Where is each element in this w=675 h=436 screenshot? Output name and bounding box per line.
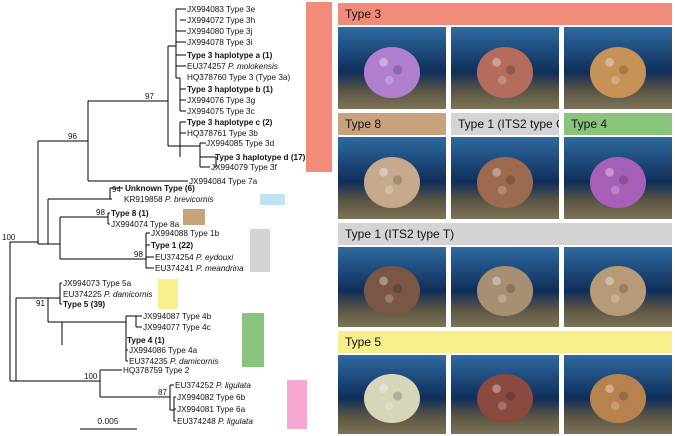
coral-colony xyxy=(476,156,534,208)
tip-label: JX994080 Type 3j xyxy=(187,27,253,36)
tip-label: Unknown Type (6) xyxy=(125,184,195,193)
bootstrap-type3: 97 xyxy=(145,92,154,101)
bootstrap-type6: 87 xyxy=(158,388,167,397)
scale-bar: 0.005 xyxy=(80,416,137,430)
coral-photo-type3-3 xyxy=(564,27,672,109)
coral-photo-type1-its2-t-1 xyxy=(338,247,446,327)
coral-photo-type8 xyxy=(338,137,446,219)
tip-label: JX994085 Type 3d xyxy=(206,139,275,148)
tip-label: Type 4 (1) xyxy=(127,336,165,345)
coral-colony xyxy=(363,373,421,423)
coral-colony xyxy=(589,266,647,316)
tip-label: JX994079 Type 3f xyxy=(211,163,278,172)
bootstrap-type8: 98 xyxy=(96,208,105,217)
bootstrap-type2: 100 xyxy=(84,372,98,381)
clade-bar-type4 xyxy=(242,313,264,367)
tip-label: EU374254 P. eydouxi xyxy=(155,253,233,262)
tip-label: Type 3 haplotype c (2) xyxy=(187,118,273,127)
bootstrap-root: 100 xyxy=(2,233,16,242)
coral-colony xyxy=(476,373,534,423)
coral-colony xyxy=(589,156,647,208)
tip-label: JX994086 Type 4a xyxy=(129,346,198,355)
coral-photo-type3-1 xyxy=(338,27,446,109)
coral-photo-type4 xyxy=(564,137,672,219)
tip-label: Type 5 (39) xyxy=(63,300,105,309)
bootstrap-upper: 96 xyxy=(68,132,77,141)
tip-label: JX994081 Type 6a xyxy=(177,405,246,414)
coral-colony xyxy=(589,373,647,423)
panel-header-type1-its2-t: Type 1 (ITS2 type T) xyxy=(338,223,672,245)
panel-header-type5: Type 5 xyxy=(338,331,672,353)
tip-label: JX994077 Type 4c xyxy=(143,323,211,332)
coral-colony xyxy=(589,46,647,98)
coral-photo-type1-its2-t-3 xyxy=(564,247,672,327)
panel-header-type3: Type 3 xyxy=(338,3,672,25)
coral-photo-type5-3 xyxy=(564,355,672,434)
tip-label: Type 1 (22) xyxy=(151,241,193,250)
tip-label: Type 3 haplotype a (1) xyxy=(187,51,273,60)
coral-photo-type5-1 xyxy=(338,355,446,434)
clade-bar-type7 xyxy=(260,194,285,205)
coral-photo-type5-2 xyxy=(451,355,559,434)
clade-bar-type5 xyxy=(158,279,178,309)
tip-labels: JX994083 Type 3e JX994072 Type 3h JX994080… xyxy=(63,5,306,426)
tip-label: JX994073 Type 5a xyxy=(63,279,132,288)
tip-label: KR919858 P. brevicornis xyxy=(124,195,214,204)
tip-label: JX994087 Type 4b xyxy=(143,312,212,321)
coral-colony xyxy=(476,46,534,98)
tip-label: JX994075 Type 3c xyxy=(187,107,255,116)
bootstrap-values: 100 96 97 94 98 98 91 100 87 xyxy=(2,92,167,397)
bootstrap-unknown: 94 xyxy=(112,185,121,194)
coral-colony xyxy=(363,266,421,316)
phylogenetic-tree: JX994083 Type 3e JX994072 Type 3h JX994080… xyxy=(2,2,332,430)
clade-bar-type1 xyxy=(250,229,270,272)
bootstrap-type1: 98 xyxy=(134,250,143,259)
coral-photo-type3-2 xyxy=(451,27,559,109)
tip-label: JX994072 Type 3h xyxy=(187,16,256,25)
coral-colony xyxy=(363,46,421,98)
tip-label: HQ378760 Type 3 (Type 3a) xyxy=(187,73,290,82)
tip-label: JX994074 Type 8a xyxy=(111,220,180,229)
coral-colony xyxy=(476,266,534,316)
tip-label: EU374257 P. molokensis xyxy=(187,62,278,71)
tip-label: JX994083 Type 3e xyxy=(187,5,256,14)
tip-label: EU374241 P. meandrina xyxy=(155,264,244,273)
tip-label: Type 3 haplotype d (17) xyxy=(215,153,306,162)
tip-label: Type 8 (1) xyxy=(111,209,149,218)
clade-bar-type8 xyxy=(183,209,205,225)
tip-label: HQ378759 Type 2 xyxy=(123,366,190,375)
coral-photo-type1-its2-c xyxy=(451,137,559,219)
tip-label: Type 3 haplotype b (1) xyxy=(187,85,273,94)
panel-header-type1-its2-c: Type 1 (ITS2 type C) xyxy=(451,113,559,135)
tip-label: EU374225 P. damicornis xyxy=(63,290,153,299)
tip-label: JX994078 Type 3i xyxy=(187,38,253,47)
scale-bar-label: 0.005 xyxy=(97,416,119,426)
panel-header-type4: Type 4 xyxy=(564,113,672,135)
tip-label: EU374235 P. damicornis xyxy=(129,357,219,366)
coral-photo-type1-its2-t-2 xyxy=(451,247,559,327)
tip-label: JX994088 Type 1b xyxy=(151,229,220,238)
clade-bar-type3 xyxy=(306,2,332,172)
tip-label: EU374252 P. ligulata xyxy=(175,381,251,390)
bootstrap-type5: 91 xyxy=(36,299,45,308)
coral-colony xyxy=(363,156,421,208)
tip-label: JX994082 Type 6b xyxy=(177,393,246,402)
panel-header-type8: Type 8 xyxy=(338,113,446,135)
tree-branches xyxy=(9,8,217,422)
tip-label: EU374248 P. ligulata xyxy=(177,417,253,426)
tip-label: JX994076 Type 3g xyxy=(187,96,256,105)
tip-label: HQ378761 Type 3b xyxy=(187,129,258,138)
tip-label: JX994084 Type 7a xyxy=(189,177,258,186)
clade-bar-type2 xyxy=(287,380,307,429)
